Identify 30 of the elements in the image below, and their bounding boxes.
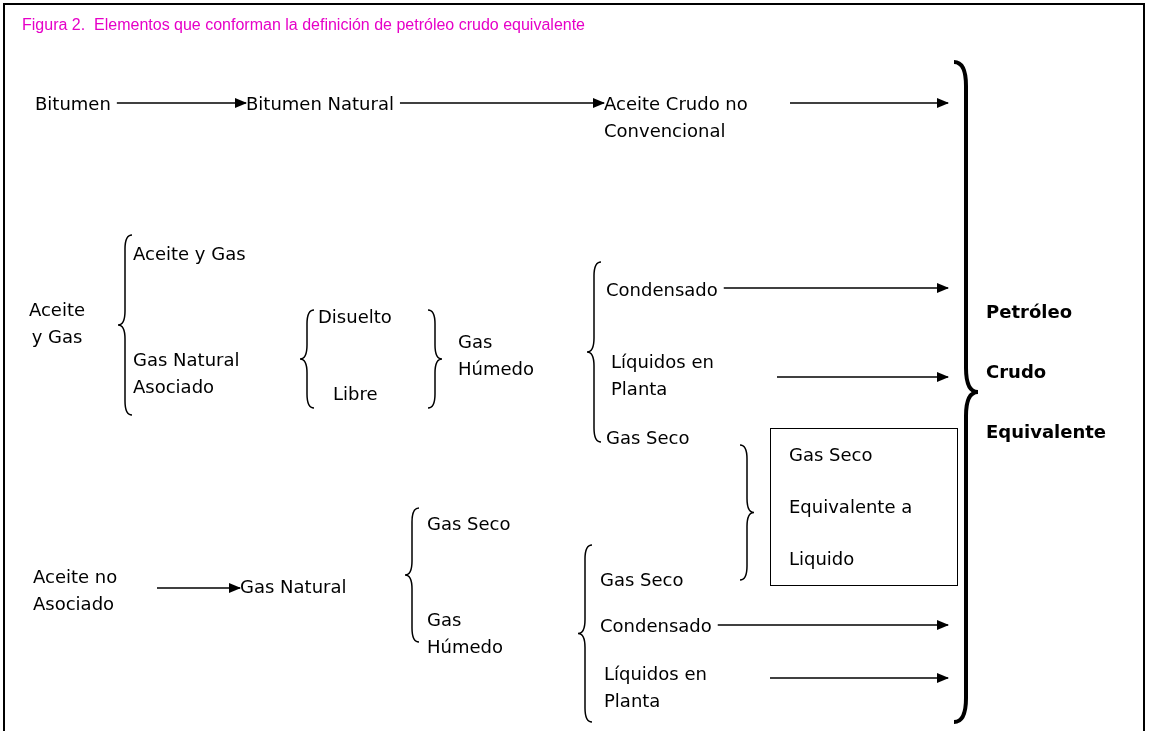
arrow <box>723 283 949 293</box>
arrow <box>399 98 605 108</box>
result-label: Petróleo Crudo Equivalente <box>986 300 1108 444</box>
term-label: Líquidos en Planta <box>604 660 764 714</box>
category-label: Gas Húmedo <box>458 330 535 381</box>
arrow <box>789 98 949 108</box>
category-label: Disuelto <box>318 305 392 329</box>
category-label: Gas Natural Asociado <box>133 348 241 399</box>
category-label: Libre <box>333 382 378 406</box>
arrow <box>156 583 241 593</box>
category-label: Gas Húmedo <box>427 608 504 659</box>
term-label: Bitumen Natural <box>246 90 394 117</box>
arrow <box>717 620 949 630</box>
term-label: Gas Natural <box>240 573 347 600</box>
figure-title: Figura 2. Elementos que conforman la definición de petróleo crudo equivalente <box>22 16 585 34</box>
arrow <box>116 98 247 108</box>
category-label: Aceite y Gas <box>27 298 87 349</box>
arrow <box>776 372 949 382</box>
term-label: Condensado <box>600 612 712 639</box>
category-label: Gas Seco <box>600 568 684 592</box>
arrow <box>769 673 949 683</box>
category-label: Gas Seco <box>427 512 511 536</box>
category-label: Gas Seco <box>606 426 690 450</box>
term-label: Aceite Crudo no Convencional <box>604 90 784 144</box>
term-label: Bitumen <box>35 90 111 117</box>
term-label: Condensado <box>606 276 718 303</box>
category-label: Aceite y Gas <box>133 242 246 266</box>
term-label: Líquidos en Planta <box>611 348 771 402</box>
text-box: Gas Seco Equivalente a Liquido <box>770 428 958 586</box>
term-label: Aceite no Asociado <box>33 563 151 617</box>
